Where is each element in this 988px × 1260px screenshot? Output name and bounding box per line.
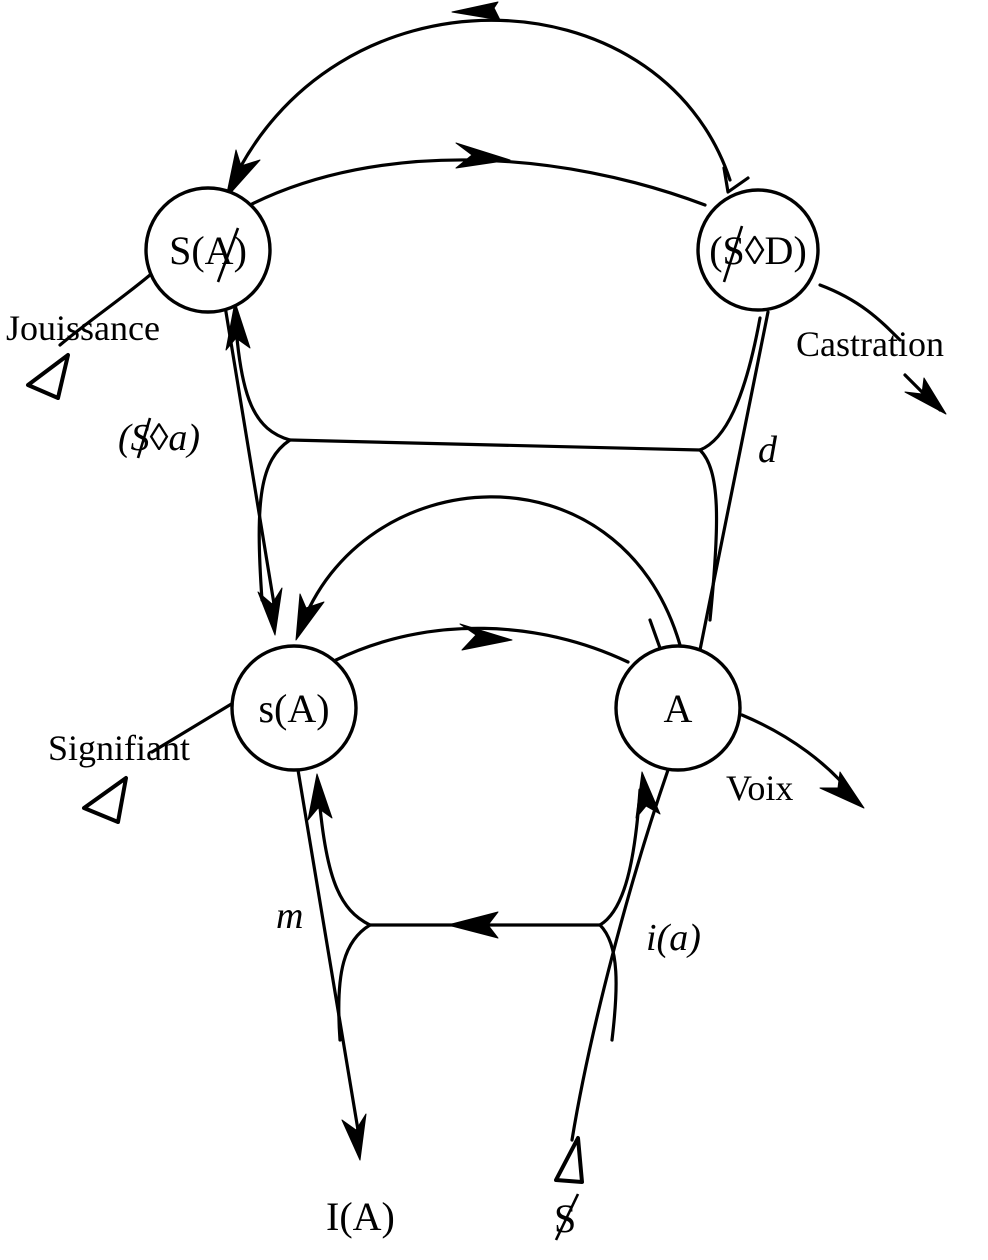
- upper-arc-arrow: [451, 1, 501, 21]
- sd-to-a-line: [698, 310, 770, 652]
- upper-crossbar: [288, 438, 702, 452]
- upper-arc-tail: [722, 166, 750, 194]
- lower-chain-arrow: [459, 623, 513, 651]
- label-barred-s-strike: [554, 1193, 580, 1241]
- upper-crossbar-left-arrow: [225, 301, 251, 351]
- upper-crossbar-right-up: [698, 316, 762, 452]
- lower-return-arc: [298, 495, 682, 647]
- upper-crossbar-left-up: [233, 310, 292, 442]
- label-voix: Voix: [726, 768, 793, 808]
- lower-crossbar-arrow: [447, 911, 499, 939]
- lower-crossbar-right-up: [598, 788, 642, 927]
- node-small-s-a-circle: [230, 644, 358, 772]
- lower-crossbar-right-down: [598, 923, 618, 1042]
- node-s-barred-a-strike: [216, 227, 240, 283]
- lower-chain: [334, 626, 630, 664]
- label-i-a: i(a): [646, 917, 701, 959]
- node-big-a: A: [664, 686, 693, 731]
- node-barred-s-d-strike: [722, 225, 744, 283]
- lower-crossbar-right-arrow: [635, 771, 661, 819]
- lower-arc-arrow: [295, 593, 325, 641]
- barred-s-to-a-line: [570, 768, 670, 1142]
- node-s-barred-a-circle: [144, 186, 272, 314]
- label-barred-s-a: (S◊a): [118, 417, 200, 459]
- lower-crossbar-left-down: [337, 923, 372, 1042]
- lower-crossbar-left-arrow: [307, 773, 333, 821]
- label-jouissance: Jouissance: [6, 308, 160, 348]
- upper-arc-end-arrow: [225, 149, 261, 199]
- sa-down-arrow: [257, 587, 283, 636]
- small-sa-to-ia-line: [296, 768, 360, 1132]
- label-i-big-a: I(A): [326, 1194, 395, 1239]
- node-small-s-a: s(A): [258, 686, 329, 731]
- label-m: m: [276, 895, 303, 937]
- signifiant-triangle: [82, 776, 128, 824]
- ia-arrow: [341, 1113, 367, 1161]
- node-barred-s-d-circle: [696, 188, 820, 312]
- label-d: d: [758, 429, 778, 471]
- label-barred-s-a-strike: [136, 417, 152, 459]
- voix-arrow: [819, 771, 865, 809]
- jouissance-line: [58, 273, 152, 347]
- castration-line: [818, 283, 902, 342]
- lower-crossbar-left-up: [316, 782, 372, 927]
- jouissance-triangle: [26, 353, 70, 400]
- upper-chain: [248, 158, 707, 207]
- upper-chain-arrow: [455, 142, 511, 169]
- barred-s-triangle: [554, 1136, 584, 1184]
- node-big-a-circle: [614, 644, 742, 772]
- lower-arc-tail: [648, 618, 662, 650]
- castration-arrow: [904, 377, 947, 415]
- upper-crossbar-left-down: [257, 438, 292, 602]
- label-signifiant: Signifiant: [48, 728, 190, 768]
- sa-to-small-sa-line: [222, 298, 277, 612]
- signifiant-line: [150, 698, 240, 754]
- upper-return-arc: [226, 18, 732, 194]
- upper-crossbar-right-down: [698, 448, 719, 622]
- label-castration: Castration: [796, 324, 944, 364]
- node-barred-s-d: (S◊D): [709, 228, 807, 273]
